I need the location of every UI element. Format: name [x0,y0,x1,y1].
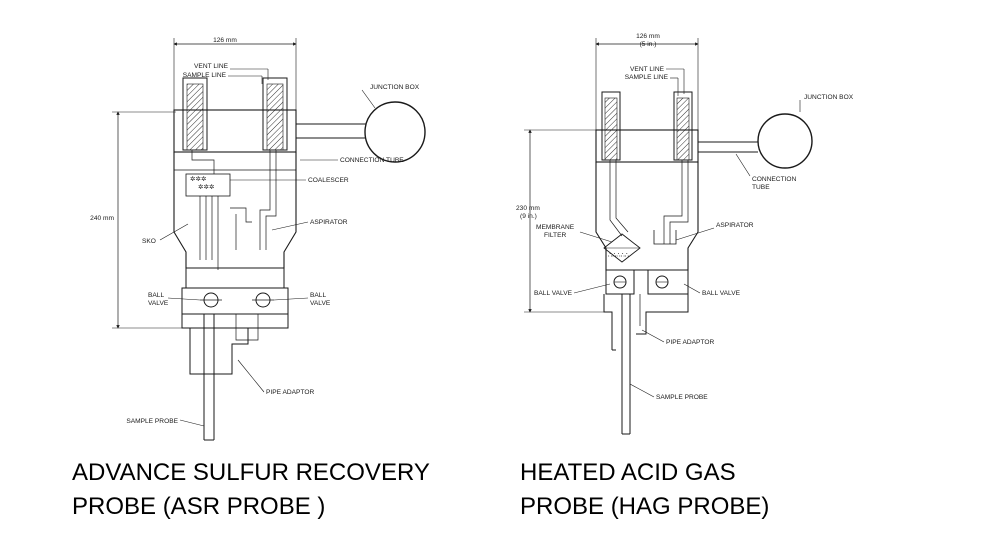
svg-text:✲✲✲: ✲✲✲ [198,183,215,191]
asr-ball-valve-right-label-2: VALVE [310,300,331,307]
asr-labels: 126 mm 240 mm VENT LINE SAMPLE LINE JUNC… [90,37,420,425]
hag-sample-line-label: SAMPLE LINE [625,74,669,81]
asr-sko-label: SKO [142,238,156,245]
asr-height-dimension: 240 mm [90,215,114,222]
asr-aspirator-label: ASPIRATOR [310,219,348,226]
asr-sample-line-label: SAMPLE LINE [183,72,227,79]
asr-connection-tube-label: CONNECTION TUBE [340,157,404,164]
svg-text:✲✲✲: ✲✲✲ [190,175,207,183]
hag-connection-tube-label-1: CONNECTION [752,176,797,183]
hag-ball-valve-right-label: BALL VALVE [702,290,741,297]
asr-caption-line-2: PROBE (ASR PROBE ) [72,493,326,520]
hag-width-dimension-inches: (5 in.) [640,41,657,48]
hag-junction-box-label: JUNCTION BOX [804,94,854,101]
asr-probe-drawing: ✲✲✲ ✲✲✲ [112,38,426,441]
hag-width-dimension: 126 mm [636,33,660,40]
asr-ball-valve-right-label-1: BALL [310,292,326,299]
hag-probe-drawing: ∴∴∴∴∴ [524,38,813,435]
hag-sample-probe-label: SAMPLE PROBE [656,394,708,401]
asr-coalescer-label: COALESCER [308,177,349,184]
hag-ball-valve-left-label: BALL VALVE [534,290,573,297]
hag-aspirator-label: ASPIRATOR [716,222,754,229]
hag-caption-line-1: HEATED ACID GAS [520,459,736,486]
hag-vent-line-label: VENT LINE [630,66,665,73]
asr-vent-line-label: VENT LINE [194,63,229,70]
hag-caption: HEATED ACID GAS PROBE (HAG PROBE) [520,456,769,524]
asr-caption-line-1: ADVANCE SULFUR RECOVERY [72,459,430,486]
hag-labels: 126 mm (5 in.) 230 mm (9 in.) VENT LINE … [516,33,854,401]
svg-text:∴∴∴∴∴: ∴∴∴∴∴ [608,252,630,259]
hag-caption-line-2: PROBE (HAG PROBE) [520,493,770,520]
hag-height-dimension-inches: (9 in.) [520,213,537,220]
asr-width-dimension: 126 mm [213,37,237,44]
hag-connection-tube-label-2: TUBE [752,184,770,191]
hag-pipe-adaptor-label: PIPE ADAPTOR [666,339,714,346]
asr-ball-valve-left-label-2: VALVE [148,300,169,307]
hag-membrane-filter-label-2: FILTER [544,232,566,239]
asr-sample-probe-label: SAMPLE PROBE [126,418,178,425]
asr-caption: ADVANCE SULFUR RECOVERY PROBE (ASR PROBE… [72,456,430,524]
hag-membrane-filter-label-1: MEMBRANE [536,224,575,231]
asr-pipe-adaptor-label: PIPE ADAPTOR [266,389,314,396]
hag-height-dimension: 230 mm [516,205,540,212]
asr-junction-box-label: JUNCTION BOX [370,84,420,91]
asr-ball-valve-left-label-1: BALL [148,292,164,299]
